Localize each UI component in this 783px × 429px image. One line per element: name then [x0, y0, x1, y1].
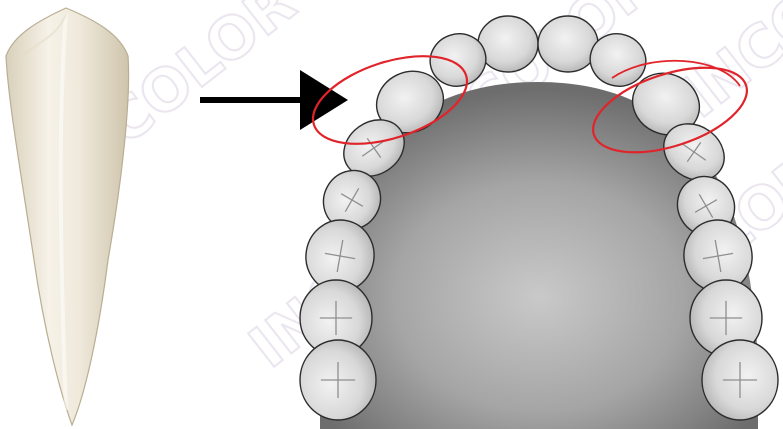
canine-tooth-icon — [6, 8, 129, 425]
arch-tooth — [538, 16, 598, 72]
arch-tooth — [478, 16, 538, 72]
